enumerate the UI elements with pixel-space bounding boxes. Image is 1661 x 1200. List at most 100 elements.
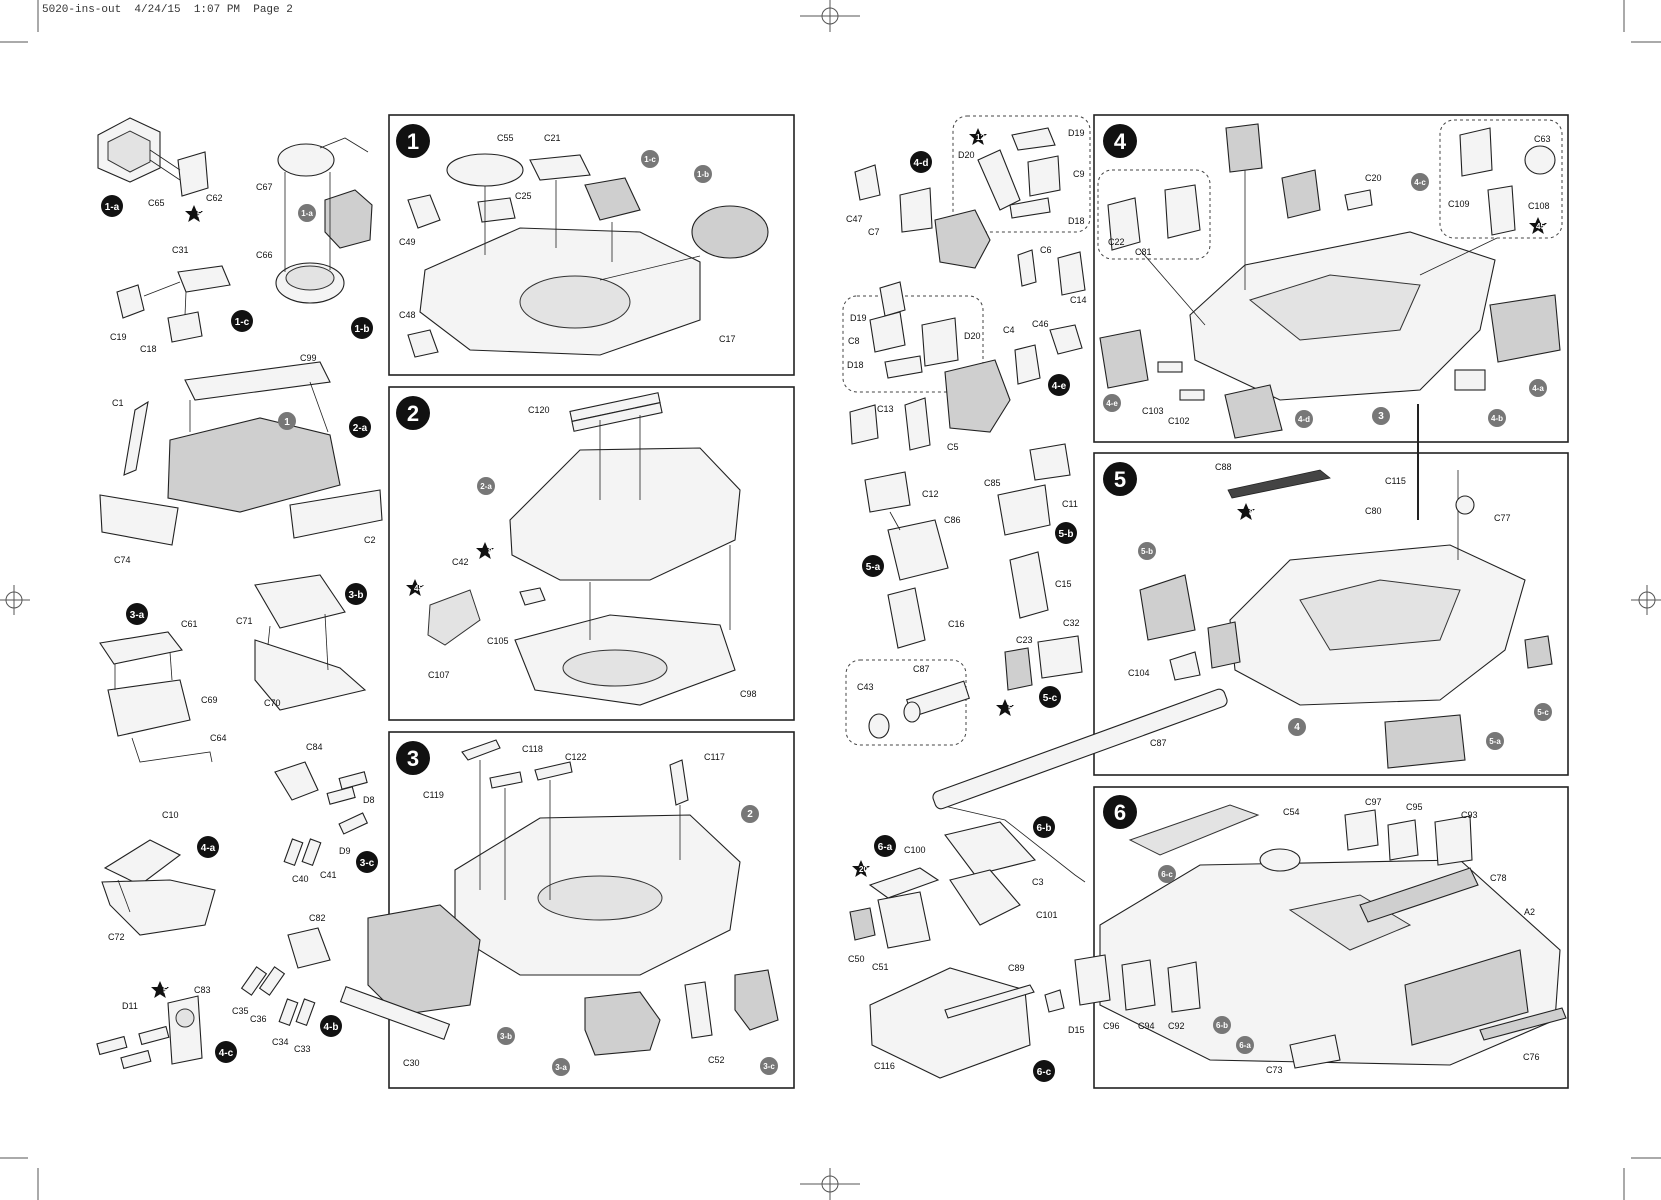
label-c11: C11 bbox=[1062, 499, 1078, 509]
ref-tag-4b-step4: 4-b bbox=[1488, 409, 1506, 427]
svg-text:6-b: 6-b bbox=[1216, 1021, 1228, 1030]
step-6-badge: 6 bbox=[1103, 795, 1137, 829]
ref-tag-3b-step3: 3-b bbox=[497, 1027, 515, 1045]
label-c99: C99 bbox=[300, 353, 317, 363]
svg-text:3: 3 bbox=[407, 746, 419, 771]
svg-text:3-c: 3-c bbox=[360, 858, 375, 869]
svg-text:5-b: 5-b bbox=[1059, 529, 1074, 540]
ref-tag-4a-step4: 4-a bbox=[1529, 379, 1547, 397]
subassembly-1c-drawing bbox=[116, 265, 231, 343]
tag-6a: 6-a bbox=[874, 835, 896, 857]
label-c69: C69 bbox=[201, 695, 218, 705]
label-c70: C70 bbox=[264, 698, 281, 708]
label-c36: C36 bbox=[250, 1014, 267, 1024]
label-c20: C20 bbox=[1365, 173, 1382, 183]
label-c52: C52 bbox=[708, 1055, 725, 1065]
subassembly-4e-detail-box bbox=[842, 295, 984, 393]
svg-text:12: 12 bbox=[976, 133, 985, 142]
svg-text:4-d: 4-d bbox=[914, 158, 929, 169]
ref-tag-1a-on-1b: 1-a bbox=[298, 204, 316, 222]
svg-text:6-a: 6-a bbox=[1239, 1041, 1251, 1050]
tag-6b: 6-b bbox=[1033, 816, 1055, 838]
tag-5b: 5-b bbox=[1055, 522, 1077, 544]
subassembly-4d-detail-box bbox=[952, 115, 1091, 233]
subassembly-2a-drawing bbox=[99, 361, 383, 546]
label-c10: C10 bbox=[162, 810, 179, 820]
svg-text:1-b: 1-b bbox=[355, 324, 370, 335]
svg-text:6-a: 6-a bbox=[878, 842, 893, 853]
label-d19b: D19 bbox=[850, 313, 867, 323]
svg-text:45: 45 bbox=[1536, 222, 1545, 231]
label-c103: C103 bbox=[1142, 406, 1164, 416]
label-c21: C21 bbox=[544, 133, 561, 143]
tag-5c: 5-c bbox=[1039, 686, 1061, 708]
label-c23: C23 bbox=[1016, 635, 1033, 645]
qty-badge-c23: 5 bbox=[996, 699, 1014, 716]
label-c84: C84 bbox=[306, 742, 323, 752]
ref-tag-4-step5: 4 bbox=[1288, 718, 1306, 736]
ref-tag-2-step3: 2 bbox=[741, 805, 759, 823]
label-c2: C2 bbox=[364, 535, 376, 545]
step-1-badge: 1 bbox=[396, 124, 430, 158]
svg-text:5-c: 5-c bbox=[1537, 708, 1549, 717]
subassembly-4c-drawing bbox=[96, 995, 203, 1070]
step-6-frame bbox=[1093, 786, 1569, 1089]
label-c18: C18 bbox=[140, 344, 157, 354]
svg-text:1-c: 1-c bbox=[235, 317, 250, 328]
label-c64: C64 bbox=[210, 733, 227, 743]
subassembly-6a-drawing bbox=[849, 867, 940, 949]
svg-text:5: 5 bbox=[197, 210, 202, 219]
ref-tag-1-on-2a: 1 bbox=[278, 412, 296, 430]
tag-3a: 3-a bbox=[126, 603, 148, 625]
tag-2a: 2-a bbox=[349, 416, 371, 438]
tag-3b: 3-b bbox=[345, 583, 367, 605]
label-c43: C43 bbox=[857, 682, 874, 692]
svg-text:2: 2 bbox=[747, 809, 753, 820]
ref-tag-1b-step1: 1-b bbox=[694, 165, 712, 183]
label-c72: C72 bbox=[108, 932, 125, 942]
subassembly-4b-drawing bbox=[240, 927, 331, 1027]
subassembly-5b-drawing bbox=[997, 443, 1071, 619]
step-1-frame bbox=[388, 114, 795, 376]
tag-4a: 4-a bbox=[197, 836, 219, 858]
svg-text:1-b: 1-b bbox=[697, 170, 709, 179]
subassembly-4a-drawing bbox=[101, 839, 216, 936]
svg-text:4: 4 bbox=[1294, 722, 1300, 733]
svg-text:5-a: 5-a bbox=[1489, 737, 1501, 746]
label-c55: C55 bbox=[497, 133, 514, 143]
label-c67: C67 bbox=[256, 182, 273, 192]
ref-tag-5c-step5: 5-c bbox=[1534, 703, 1552, 721]
svg-text:20: 20 bbox=[859, 865, 868, 874]
svg-text:5: 5 bbox=[1114, 467, 1126, 492]
label-c1: C1 bbox=[112, 398, 124, 408]
label-c35: C35 bbox=[232, 1006, 249, 1016]
tag-4c: 4-c bbox=[215, 1041, 237, 1063]
step-4-left-detail-box bbox=[1097, 169, 1211, 260]
svg-text:4: 4 bbox=[1114, 129, 1127, 154]
label-c82: C82 bbox=[309, 913, 326, 923]
page-slug-header: 5020-ins-out 4/24/15 1:07 PM Page 2 bbox=[42, 4, 293, 16]
label-c4: C4 bbox=[1003, 325, 1015, 335]
svg-text:3-b: 3-b bbox=[500, 1032, 512, 1041]
svg-text:6-b: 6-b bbox=[1037, 823, 1052, 834]
label-c62: C62 bbox=[206, 193, 223, 203]
label-d20b: D20 bbox=[964, 331, 981, 341]
barrel-detail-drawing bbox=[868, 680, 971, 739]
svg-text:3: 3 bbox=[1378, 411, 1384, 422]
label-c12: C12 bbox=[922, 489, 939, 499]
svg-text:5: 5 bbox=[1008, 704, 1013, 713]
step-3-frame bbox=[388, 731, 795, 1089]
svg-text:3-a: 3-a bbox=[555, 1063, 567, 1072]
svg-text:1-a: 1-a bbox=[105, 202, 120, 213]
svg-text:4-d: 4-d bbox=[1298, 415, 1310, 424]
svg-text:2: 2 bbox=[407, 401, 419, 426]
label-c33: C33 bbox=[294, 1044, 311, 1054]
svg-text:5-a: 5-a bbox=[866, 562, 881, 573]
label-c89: C89 bbox=[1008, 963, 1025, 973]
label-c46: C46 bbox=[1032, 319, 1049, 329]
qty-badge-c88: 8 bbox=[1237, 503, 1255, 520]
label-c96: C96 bbox=[1103, 1021, 1120, 1031]
label-a2: A2 bbox=[1524, 907, 1535, 917]
